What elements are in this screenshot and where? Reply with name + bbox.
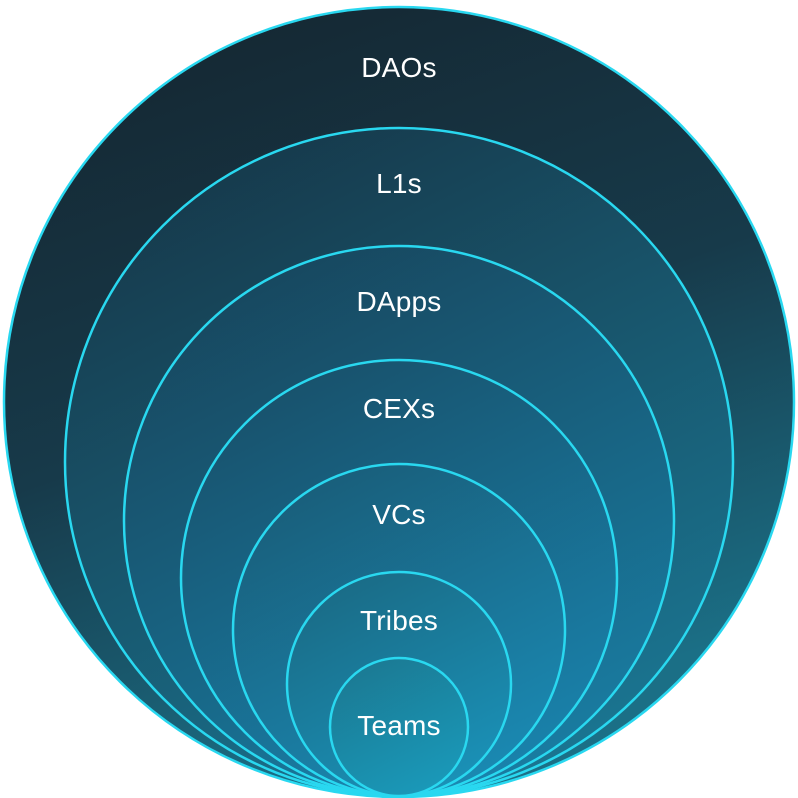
label-daos: DAOs bbox=[361, 52, 436, 83]
label-vcs: VCs bbox=[372, 499, 426, 530]
label-l1s: L1s bbox=[376, 168, 422, 199]
label-teams: Teams bbox=[357, 710, 440, 741]
label-tribes: Tribes bbox=[360, 605, 438, 636]
ring-teams bbox=[328, 656, 470, 798]
ring-layer-teams bbox=[328, 656, 470, 798]
label-dapps: DApps bbox=[356, 286, 441, 317]
label-cexs: CEXs bbox=[363, 393, 435, 424]
